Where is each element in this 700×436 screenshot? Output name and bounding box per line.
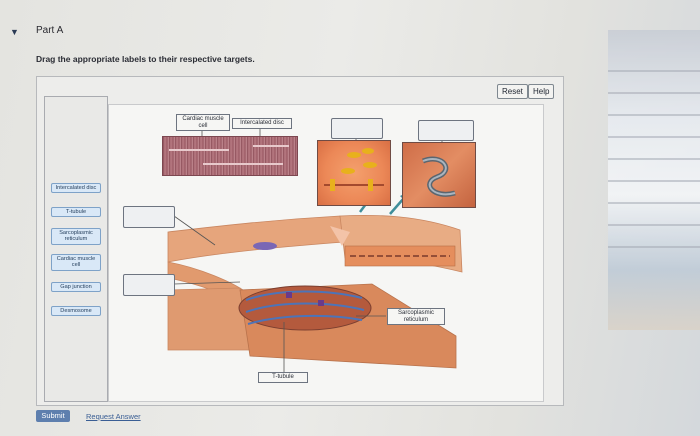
- placed-label-sarcoplasmic-reticulum[interactable]: Sarcoplasmic reticulum: [387, 308, 445, 326]
- label-tag-gap-junction[interactable]: Gap junction: [51, 282, 101, 293]
- instruction-text: Drag the appropriate labels to their res…: [36, 54, 255, 64]
- label-tag-t-tubule[interactable]: T-tubule: [51, 207, 101, 218]
- desmosome-inset: [402, 142, 476, 208]
- micrograph-image: [162, 136, 298, 176]
- window-reflection: [608, 30, 700, 330]
- gap-junction-illustration: [324, 148, 384, 191]
- submit-button[interactable]: Submit: [36, 410, 70, 422]
- label-tag-intercalated-disc[interactable]: Intercalated disc: [51, 183, 101, 194]
- label-bank: Intercalated disc T-tubule Sarcoplasmic …: [44, 96, 108, 402]
- placed-label-intercalated-disc[interactable]: Intercalated disc: [232, 118, 292, 129]
- gap-junction-inset: [317, 140, 391, 206]
- label-tag-desmosome[interactable]: Desmosome: [51, 306, 101, 317]
- request-answer-link[interactable]: Request Answer: [86, 412, 141, 421]
- help-button[interactable]: Help: [528, 84, 555, 99]
- drop-target-4[interactable]: [418, 120, 474, 141]
- drop-target-1[interactable]: [123, 206, 175, 228]
- placed-label-cardiac-muscle-cell[interactable]: Cardiac muscle cell: [176, 114, 230, 132]
- placed-label-t-tubule[interactable]: T-tubule: [258, 372, 308, 383]
- drop-target-3[interactable]: [331, 118, 383, 139]
- desmosome-illustration: [422, 156, 456, 197]
- part-title: Part A: [36, 25, 64, 36]
- drop-target-2[interactable]: [123, 274, 175, 296]
- caret-down-icon[interactable]: ▼: [10, 27, 19, 37]
- reset-button[interactable]: Reset: [497, 84, 528, 99]
- label-tag-cardiac-muscle-cell[interactable]: Cardiac muscle cell: [51, 254, 101, 271]
- label-tag-sarcoplasmic-reticulum[interactable]: Sarcoplasmic reticulum: [51, 228, 101, 245]
